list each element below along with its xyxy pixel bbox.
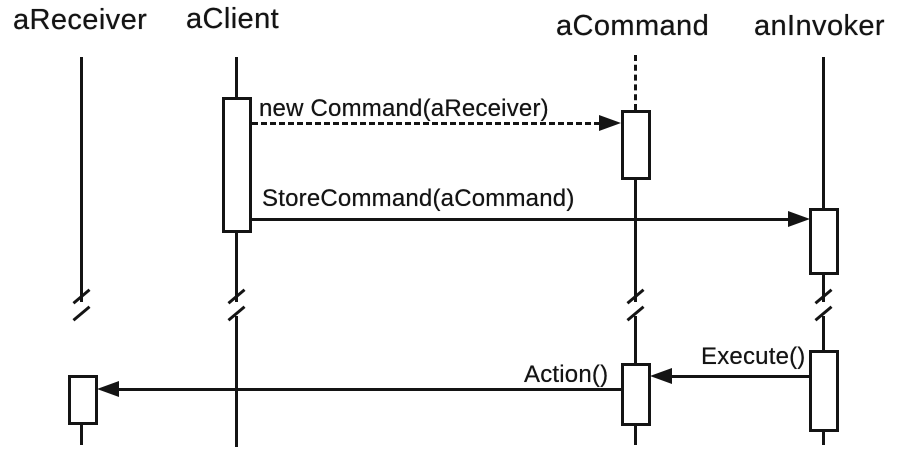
arrowhead-left <box>650 368 672 384</box>
break-mark-slash <box>72 305 91 322</box>
message-line <box>252 218 790 221</box>
lifeline-segment <box>235 57 238 97</box>
lifeline-segment <box>822 432 825 445</box>
activation-box-aninvoker-store <box>809 208 839 275</box>
activation-box-aclient <box>222 97 252 233</box>
activation-box-areceiver <box>68 375 98 425</box>
message-line <box>670 375 809 378</box>
activation-box-acommand-creation <box>621 110 651 180</box>
activation-box-acommand-execute <box>621 363 651 426</box>
activation-box-aninvoker-execute <box>809 350 839 432</box>
message-label: Action() <box>524 361 609 388</box>
lifeline-label-aninvoker: anInvoker <box>754 10 885 42</box>
lifeline-label-acommand: aCommand <box>556 10 710 42</box>
lifeline-segment <box>634 316 637 363</box>
message-label: new Command(aReceiver) <box>259 95 549 122</box>
message-label: Execute() <box>701 343 806 370</box>
arrowhead-right <box>788 211 810 227</box>
message-line <box>117 388 621 391</box>
lifeline-segment <box>634 426 637 445</box>
lifeline-segment <box>634 180 637 302</box>
lifeline-label-aclient: aClient <box>186 3 280 35</box>
lifeline-label-areceiver: aReceiver <box>13 4 148 36</box>
lifeline-segment <box>822 57 825 208</box>
lifeline-segment <box>80 424 83 445</box>
lifeline-segment-dashed <box>634 55 637 110</box>
lifeline-segment <box>80 57 83 302</box>
message-label: StoreCommand(aCommand) <box>262 185 575 212</box>
lifeline-segment <box>235 233 238 302</box>
lifeline-segment <box>822 275 825 302</box>
lifeline-segment <box>235 316 238 447</box>
message-line-dashed <box>252 122 600 125</box>
arrowhead-left <box>97 381 119 397</box>
lifeline-segment <box>822 316 825 350</box>
arrowhead-right <box>599 115 621 131</box>
